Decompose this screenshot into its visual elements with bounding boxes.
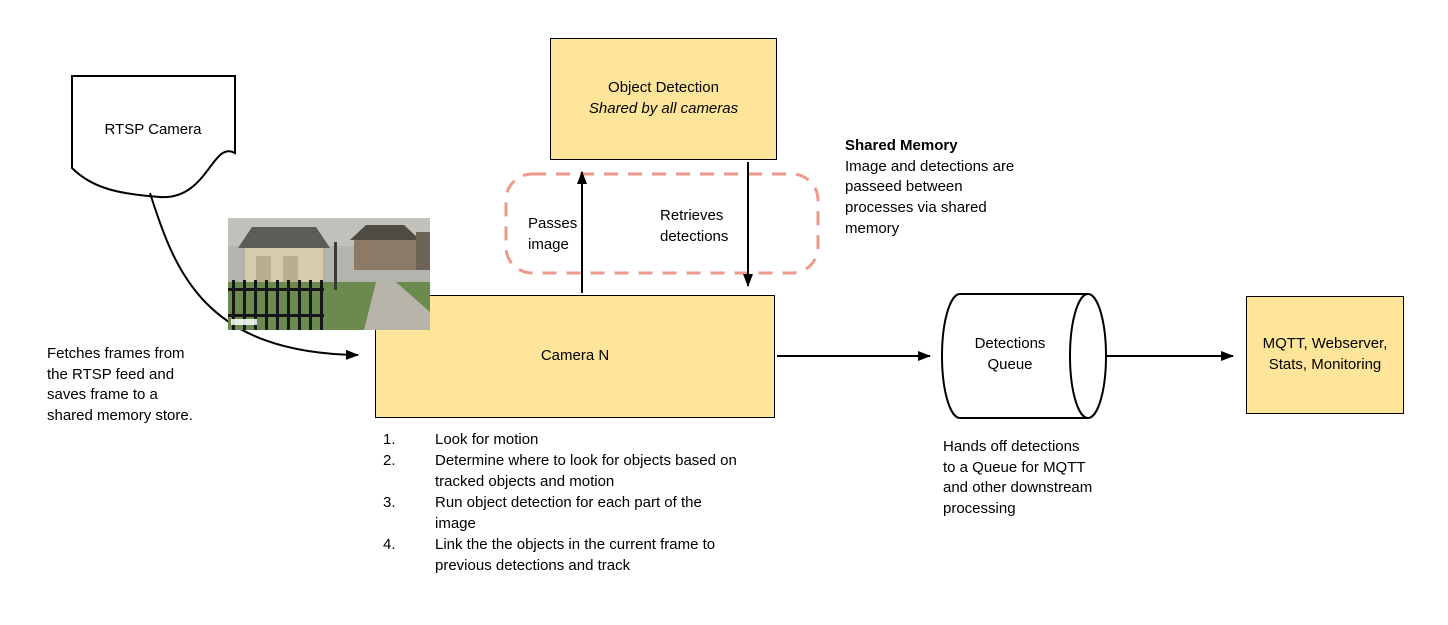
snapshot-shed <box>238 227 330 286</box>
outputs-node: MQTT, Webserver, Stats, Monitoring <box>1246 296 1404 414</box>
detections-queue-label: Detections Queue <box>974 335 1046 373</box>
step-text: Run object detection for each part of th… <box>435 494 702 532</box>
step-item: 1. Look for motion <box>383 429 743 450</box>
camera-n-node: Camera N <box>375 295 775 418</box>
step-item: 3. Run object detection for each part of… <box>383 492 743 534</box>
camera-snapshot <box>228 218 430 330</box>
camera-n-label: Camera N <box>540 347 610 365</box>
step-number: 4. <box>383 536 396 553</box>
shared-memory-note: Shared Memory Image and detections are p… <box>845 136 1021 239</box>
camera-steps: 1. Look for motion 2. Determine where to… <box>383 429 743 576</box>
snapshot-fence <box>228 280 324 330</box>
outputs-label: MQTT, Webserver, Stats, Monitoring <box>1262 335 1388 373</box>
fetch-note: Fetches frames from the RTSP feed and sa… <box>47 345 193 425</box>
shared-memory-note-title: Shared Memory <box>845 137 958 154</box>
object-detection-title: Object Detection <box>608 79 719 97</box>
step-number: 1. <box>383 431 396 448</box>
snapshot-background-houses <box>350 225 430 270</box>
rtsp-camera-label: RTSP Camera <box>104 121 202 138</box>
object-detection-node: Object Detection Shared by all cameras <box>550 38 777 160</box>
detections-queue-shape <box>941 293 1107 419</box>
step-item: 2. Determine where to look for objects b… <box>383 450 743 492</box>
shared-memory-dashed-boundary <box>504 172 820 275</box>
step-text: Look for motion <box>435 431 539 448</box>
passes-image-label: Passes image <box>528 215 578 253</box>
step-item: 4. Link the the objects in the current f… <box>383 534 743 576</box>
object-detection-subtitle: Shared by all cameras <box>588 100 739 117</box>
queue-note: Hands off detections to a Queue for MQTT… <box>943 438 1093 518</box>
snapshot-sidewalk <box>364 282 430 330</box>
retrieves-detections-label: Retrieves detections <box>660 207 729 245</box>
step-text: Determine where to look for objects base… <box>435 452 737 490</box>
step-number: 2. <box>383 452 396 469</box>
snapshot-timestamp-overlay <box>231 319 257 325</box>
step-text: Link the the objects in the current fram… <box>435 536 716 574</box>
rtsp-camera-shape <box>71 75 236 199</box>
shared-memory-note-body: Image and detections are passeed between… <box>845 157 1015 237</box>
arrow-fetch-frames <box>149 192 359 360</box>
step-number: 3. <box>383 494 396 511</box>
